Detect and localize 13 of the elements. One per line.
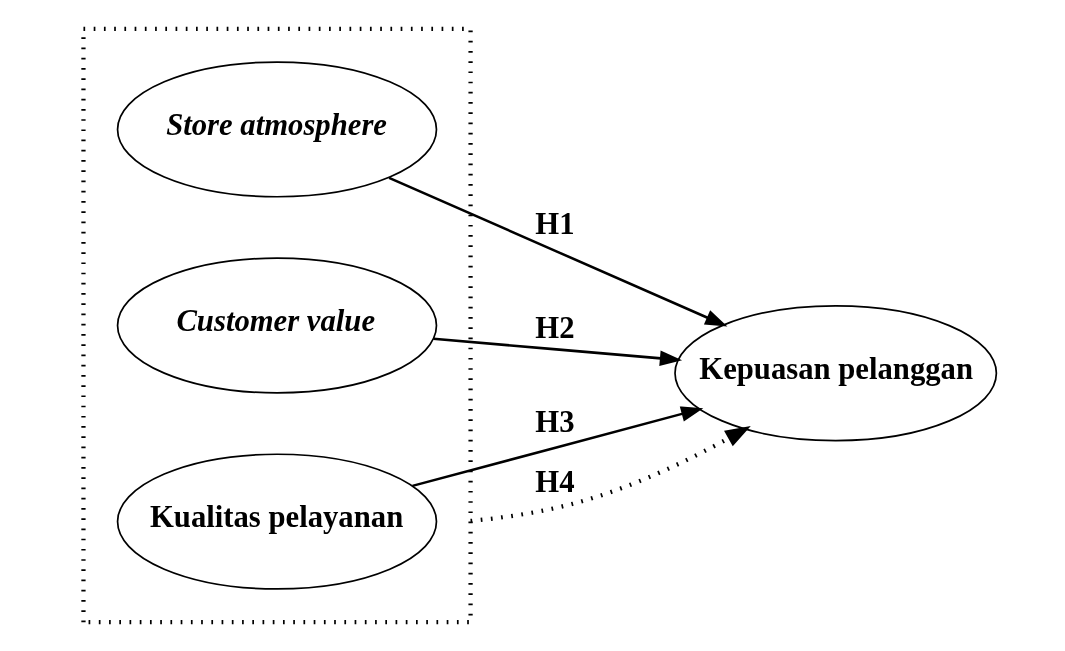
arrow: [411, 406, 703, 488]
node-ellipse: Store atmosphere: [116, 61, 437, 198]
arrow: [388, 176, 727, 327]
node-ellipse: Customer value: [116, 257, 437, 394]
cluster: [80, 26, 473, 625]
arrow: [432, 337, 682, 367]
edge-label: H3: [534, 404, 575, 439]
edge-label: H2: [534, 311, 575, 346]
edge-label: H1: [534, 207, 575, 242]
node-ellipse: Kualitas pelayanan: [116, 453, 437, 590]
edge-label: H4: [534, 464, 575, 499]
node-ellipse: Kepuasan pelanggan: [673, 305, 997, 442]
arrow: [469, 426, 751, 524]
